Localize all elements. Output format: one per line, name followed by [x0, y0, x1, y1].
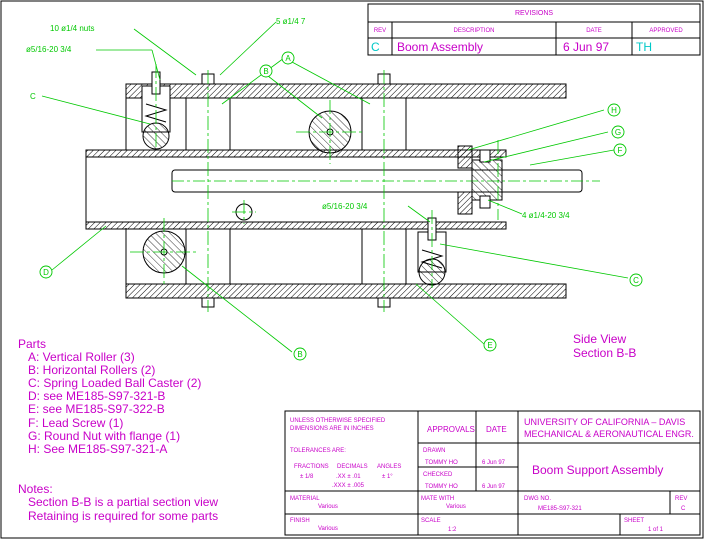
balloon-h: H — [611, 106, 617, 115]
boom-tube-bottom-wall — [85, 221, 507, 230]
tb-date: DATE — [486, 425, 507, 434]
approved-col-header: APPROVED — [649, 28, 683, 34]
callout-bolt-top-left: ø5/16-20 3/4 — [26, 45, 72, 54]
tb-tolerances: TOLERANCES ARE: — [290, 448, 346, 454]
notes: Notes: Section B-B is a partial section … — [18, 482, 218, 523]
revision-description: Boom Assembly — [397, 40, 483, 54]
tb-dwg-label: DWG NO. — [524, 496, 551, 502]
balloon-c-right: C — [633, 276, 639, 285]
tb-checked-by: TOMMY HO — [425, 484, 458, 490]
balloon-e: E — [487, 341, 492, 350]
balloons — [39, 51, 643, 361]
tb-drawing-title: Boom Support Assembly — [532, 463, 663, 477]
revision-approved: TH — [636, 40, 652, 54]
part-d: D: see ME185-S97-321-B — [28, 389, 165, 403]
part-f: F: Lead Screw (1) — [28, 416, 123, 430]
boom-section — [85, 71, 600, 308]
tb-rev: C — [681, 506, 686, 512]
notes-title: Notes: — [18, 482, 53, 496]
revision-date: 6 Jun 97 — [563, 40, 609, 54]
tb-sheet-label: SHEET — [624, 518, 644, 524]
flange-bottom — [457, 191, 473, 215]
tb-org-line1: UNIVERSITY OF CALIFORNIA – DAVIS — [524, 417, 685, 427]
tb-finish-label: FINISH — [290, 518, 310, 524]
callout-nuts: 10 ø1/4 nuts — [50, 24, 94, 33]
tb-checked: CHECKED — [423, 472, 453, 478]
tb-unless: UNLESS OTHERWISE SPECIFIED — [290, 418, 386, 424]
description-col-header: DESCRIPTION — [453, 28, 494, 34]
balloon-f: F — [618, 146, 623, 155]
note-line-2: Retaining is required for some parts — [28, 509, 218, 523]
part-a: A: Vertical Roller (3) — [28, 350, 135, 364]
parts-title: Parts — [18, 337, 46, 351]
tb-tol-fractions: FRACTIONS — [294, 464, 329, 470]
boom-tube-top-wall — [85, 149, 507, 158]
tb-finish: Various — [318, 526, 338, 532]
balloon-b-bottom: B — [297, 350, 302, 359]
date-col-header: DATE — [586, 28, 602, 34]
leader-lines — [41, 21, 629, 353]
tb-material: Various — [318, 504, 338, 510]
tb-rev-label: REV — [675, 496, 687, 502]
view-label-line2: Section B-B — [573, 346, 636, 360]
part-e: E: see ME185-S97-322-B — [28, 402, 165, 416]
tb-dims: DIMENSIONS ARE IN INCHES — [290, 426, 374, 432]
tb-dwg-number: ME185-S97-321 — [538, 506, 582, 512]
center-lines — [130, 64, 499, 312]
note-line-1: Section B-B is a partial section view — [28, 495, 218, 509]
tb-mate: Various — [446, 504, 466, 510]
revision-letter: C — [371, 40, 380, 54]
revisions-title: REVISIONS — [515, 10, 553, 17]
tb-checked-date: 6 Jun 97 — [482, 484, 506, 490]
title-block — [284, 410, 701, 536]
callout-bolt-mid: ø5/16-20 3/4 — [322, 202, 368, 211]
tb-scale: 1:2 — [448, 527, 457, 533]
part-g: G: Round Nut with flange (1) — [28, 429, 180, 443]
tb-mate-label: MATE WITH — [421, 496, 454, 502]
bottom-rail — [125, 283, 567, 299]
tb-tol-angles: ANGLES — [377, 464, 401, 470]
tb-tol-row2: .XXX ± .005 — [332, 483, 365, 489]
callout-c-left: C — [30, 92, 36, 101]
parts-list: Parts A: Vertical Roller (3) B: Horizont… — [18, 337, 201, 456]
balloon-a: A — [285, 54, 291, 63]
tb-material-label: MATERIAL — [290, 496, 320, 502]
part-h: H: See ME185-S97-321-A — [28, 442, 167, 456]
balloon-g: G — [615, 128, 621, 137]
round-nut — [471, 159, 503, 201]
tb-scale-label: SCALE — [421, 518, 441, 524]
balloon-b-top: B — [263, 67, 268, 76]
tb-tol-ang-val: ± 1° — [382, 474, 393, 480]
flange-top — [457, 145, 473, 169]
tb-org-line2: MECHANICAL & AERONAUTICAL ENGR. — [524, 429, 694, 439]
tb-drawn-date: 6 Jun 97 — [482, 460, 506, 466]
tb-tol-frac-val: ± 1/8 — [300, 474, 314, 480]
callout-bolt-right: 4 ø1/4-20 3/4 — [522, 211, 570, 220]
balloon-d: D — [43, 268, 49, 277]
tb-drawn-by: TOMMY HO — [425, 460, 458, 466]
tb-sheet: 1 of 1 — [648, 527, 664, 533]
view-label-line1: Side View — [573, 332, 626, 346]
tb-drawn: DRAWN — [423, 448, 445, 454]
callout-screws: 5 ø1/4 7 — [276, 17, 306, 26]
tb-tol-decimals: DECIMALS — [337, 464, 368, 470]
tb-tol-dec-val: .XX ± .01 — [336, 474, 361, 480]
revisions-block — [367, 3, 701, 56]
part-b: B: Horizontal Rollers (2) — [28, 363, 155, 377]
rev-col-header: REV — [374, 28, 386, 34]
tb-approvals: APPROVALS — [427, 425, 475, 434]
part-c: C: Spring Loaded Ball Caster (2) — [28, 376, 201, 390]
